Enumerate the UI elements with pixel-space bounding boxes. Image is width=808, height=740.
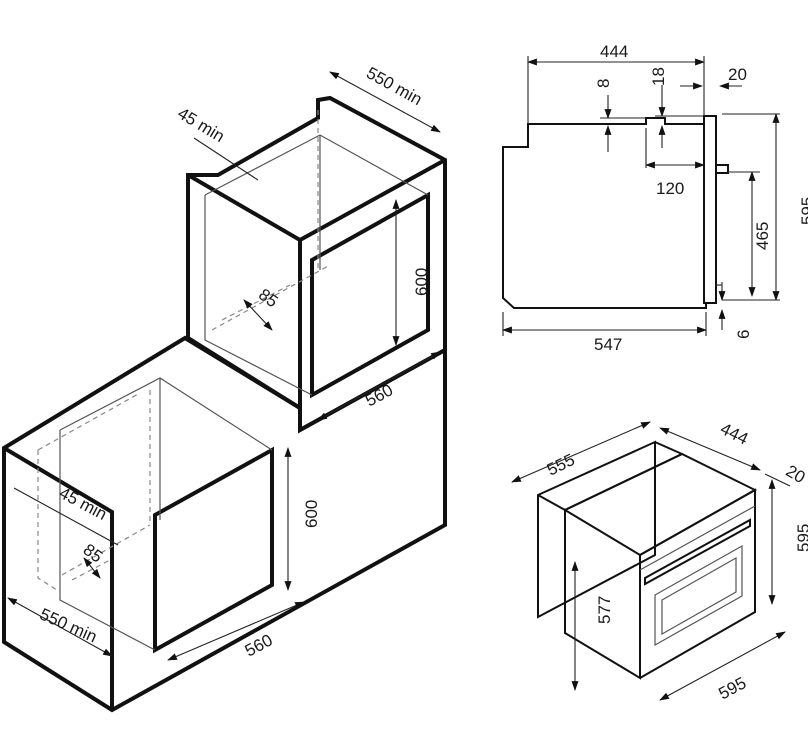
iso-control-strip (639, 505, 756, 571)
upper-niche-inner (204, 134, 429, 396)
upper-vent-label: 85 (255, 285, 281, 311)
lower-cabinet-front-edge (2, 446, 114, 710)
lower-depth-dim (7, 597, 113, 657)
iso-depth-dim (659, 427, 761, 471)
cabinet-niches: 550 min 45 min 600 85 560 45 min 85 600 … (2, 63, 447, 713)
upper-cabinet-front-edge (186, 158, 446, 408)
side-bottom-label: 6 (734, 330, 753, 339)
iso-front-width-dim (659, 631, 786, 701)
iso-front-label: 20 (783, 461, 808, 487)
side-inner-height-label: 465 (753, 222, 772, 250)
iso-width-dim (511, 421, 651, 483)
upper-vent-dim (243, 299, 273, 331)
iso-window-inner (661, 556, 737, 636)
side-offset-top-label: 8 (594, 79, 613, 88)
lower-gap-dim (13, 487, 119, 546)
oven-iso-view: 555 444 20 595 577 595 (511, 419, 808, 703)
lower-gap-label: 45 min (56, 483, 110, 524)
upper-gap-label: 45 min (174, 104, 228, 147)
iso-front-dim (764, 473, 791, 487)
iso-body-height-label: 577 (595, 596, 614, 624)
upper-gap-dim (193, 137, 259, 181)
side-view-handle (715, 164, 729, 174)
lower-depth-label: 550 min (37, 604, 100, 646)
side-step-label: 18 (649, 67, 668, 86)
side-step-depth-label: 120 (656, 179, 684, 198)
iso-front-width-label: 595 (715, 673, 749, 703)
iso-width-label: 555 (544, 450, 578, 480)
iso-window (654, 544, 743, 647)
upper-width-label: 560 (362, 380, 396, 410)
upper-cabinet-outline (186, 95, 447, 434)
side-view-body (502, 115, 717, 309)
lower-hidden-lines (37, 390, 151, 593)
upper-width-dim (317, 351, 441, 421)
lower-height-label: 600 (302, 500, 321, 528)
upper-depth-dim (329, 71, 441, 133)
upper-height-label: 600 (412, 268, 431, 296)
lower-vent-label: 85 (80, 540, 106, 566)
iso-height-label: 595 (794, 524, 808, 552)
side-front-label: 20 (728, 65, 747, 84)
iso-front-face (639, 488, 756, 679)
lower-niche-opening (153, 446, 274, 654)
iso-handle (644, 518, 751, 586)
lower-width-dim (167, 601, 305, 661)
side-view-door (703, 115, 717, 304)
upper-depth-label: 550 min (363, 63, 425, 109)
side-total-depth-label: 547 (594, 335, 622, 354)
iso-front-panel (564, 508, 641, 680)
side-height-label: 595 (798, 197, 808, 225)
oven-side-view: 444 8 18 20 120 595 465 6 (502, 42, 808, 354)
iso-depth-label: 444 (717, 419, 751, 449)
iso-body-top (537, 441, 685, 512)
lower-vent-dim (83, 557, 101, 579)
side-depth-label: 444 (600, 42, 628, 61)
upper-niche-opening (310, 191, 430, 399)
